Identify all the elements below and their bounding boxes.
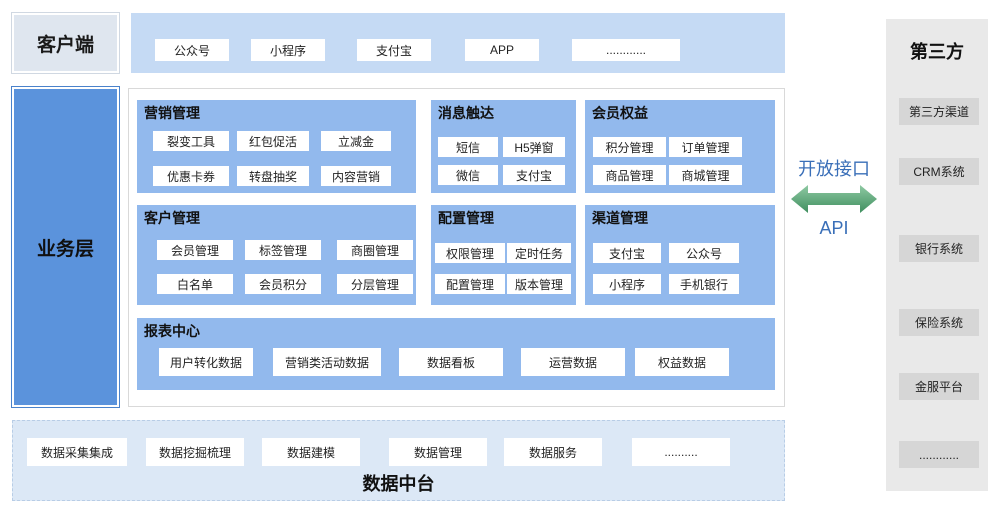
message-item: 支付宝 [503,165,565,185]
third-party-item: ............ [899,441,979,468]
client-item-alipay: 支付宝 [357,39,431,61]
module-channel-title: 渠道管理 [592,210,648,226]
module-config-title: 配置管理 [438,210,494,226]
third-party-item: 第三方渠道 [899,98,979,125]
third-party-title: 第三方 [910,42,964,62]
business-layer-label: 业务层 [11,86,120,408]
module-customer-title: 客户管理 [144,210,200,226]
customer-item: 会员积分 [245,274,321,294]
config-item: 权限管理 [435,243,505,263]
report-item: 用户转化数据 [159,348,253,376]
member-item: 积分管理 [593,137,666,157]
module-member-title: 会员权益 [592,105,648,121]
marketing-item: 立减金 [321,131,391,151]
module-marketing-title: 营销管理 [144,105,200,121]
config-item: 版本管理 [507,274,571,294]
message-item: H5弹窗 [503,137,565,157]
module-channel: 渠道管理 支付宝 公众号 小程序 手机银行 [585,205,775,305]
data-platform: 数据采集集成 数据挖掘梳理 数据建模 数据管理 数据服务 .......... [12,420,785,501]
marketing-item: 裂变工具 [153,131,229,151]
api-title: 开放接口 [798,159,870,179]
channel-item: 手机银行 [669,274,739,294]
config-item: 定时任务 [507,243,571,263]
message-item: 短信 [438,137,498,157]
customer-item: 会员管理 [157,240,233,260]
channel-item: 支付宝 [593,243,661,263]
data-platform-item: .......... [632,438,730,466]
client-item-mini-program: 小程序 [251,39,325,61]
double-arrow-icon [791,185,877,213]
marketing-item: 内容营销 [321,166,391,186]
customer-item: 商圈管理 [337,240,413,260]
third-party-item: CRM系统 [899,158,979,185]
third-party-item: 银行系统 [899,235,979,262]
customer-item: 白名单 [157,274,233,294]
api-subtitle: API [819,218,849,238]
module-member: 会员权益 积分管理 订单管理 商品管理 商城管理 [585,100,775,193]
module-message: 消息触达 短信 H5弹窗 微信 支付宝 [431,100,576,193]
data-platform-item: 数据建模 [262,438,360,466]
report-item: 数据看板 [399,348,503,376]
client-bar: 公众号 小程序 支付宝 APP ............ [131,13,785,73]
data-platform-item: 数据管理 [389,438,487,466]
client-layer-label: 客户端 [11,12,120,74]
third-party-item: 保险系统 [899,309,979,336]
module-message-title: 消息触达 [438,105,494,121]
data-platform-item: 数据服务 [504,438,602,466]
module-report: 报表中心 用户转化数据 营销类活动数据 数据看板 运营数据 权益数据 [137,318,775,390]
marketing-item: 红包促活 [237,131,309,151]
client-item-wechat-official: 公众号 [155,39,229,61]
marketing-item: 优惠卡券 [153,166,229,186]
module-report-title: 报表中心 [144,323,200,339]
member-item: 商品管理 [593,165,666,185]
data-platform-title: 数据中台 [362,474,435,494]
module-config: 配置管理 权限管理 定时任务 配置管理 版本管理 [431,205,576,305]
customer-item: 分层管理 [337,274,413,294]
channel-item: 小程序 [593,274,661,294]
module-customer: 客户管理 会员管理 标签管理 商圈管理 白名单 会员积分 分层管理 [137,205,416,305]
client-item-app: APP [465,39,539,61]
client-item-more: ............ [572,39,680,61]
member-item: 订单管理 [669,137,742,157]
report-item: 权益数据 [635,348,729,376]
data-platform-item: 数据挖掘梳理 [146,438,244,466]
customer-item: 标签管理 [245,240,321,260]
channel-item: 公众号 [669,243,739,263]
report-item: 运营数据 [521,348,625,376]
member-item: 商城管理 [669,165,742,185]
data-platform-item: 数据采集集成 [27,438,127,466]
report-item: 营销类活动数据 [273,348,381,376]
third-party-item: 金服平台 [899,373,979,400]
business-frame: 营销管理 裂变工具 红包促活 立减金 优惠卡券 转盘抽奖 内容营销 消息触达 短… [128,88,785,407]
module-marketing: 营销管理 裂变工具 红包促活 立减金 优惠卡券 转盘抽奖 内容营销 [137,100,416,193]
message-item: 微信 [438,165,498,185]
marketing-item: 转盘抽奖 [237,166,309,186]
config-item: 配置管理 [435,274,505,294]
